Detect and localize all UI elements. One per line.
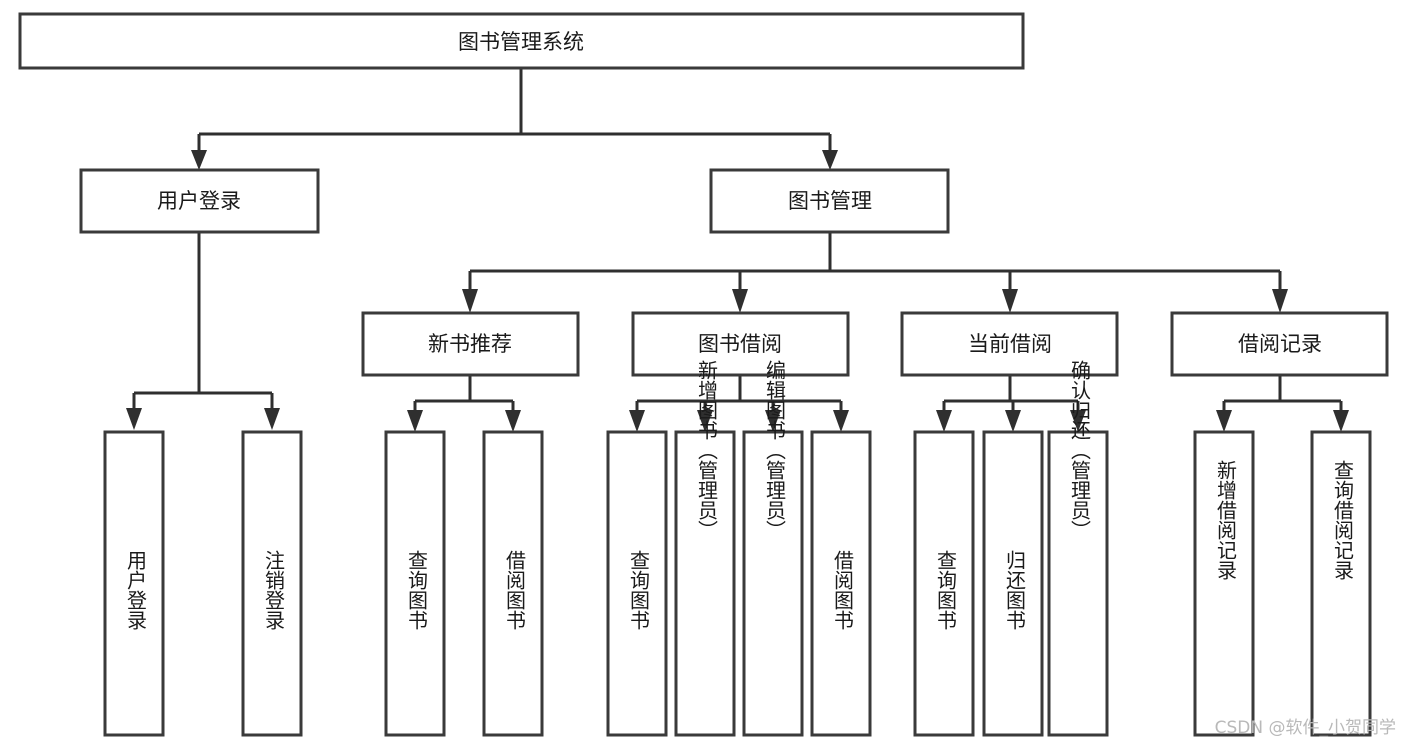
leaf-user-login-label: 用户登录: [124, 550, 148, 630]
leaf-node-bb-edit-book[interactable]: 编辑图书（管理员）: [742, 360, 804, 737]
arrow-to-leaf-logout: [264, 408, 280, 430]
arrow-nbr-leaf-1: [407, 410, 423, 432]
leaf-bb-add-book-label: 新增图书（管理员）: [695, 360, 719, 540]
leaf-node-cb-confirm-return[interactable]: 确认归还（管理员）: [1047, 360, 1109, 737]
leaf-node-bb-query-book[interactable]: 查询图书: [606, 430, 668, 737]
leaf-nbr-query-book-label: 查询图书: [405, 550, 429, 630]
leaf-br-query-record-box[interactable]: [1310, 430, 1372, 737]
node-current-borrow-box[interactable]: [900, 311, 1119, 377]
arrow-to-borrow-record: [1272, 289, 1288, 313]
leaf-node-user-login[interactable]: 用户登录: [103, 430, 165, 737]
csdn-watermark: CSDN @软件_小贺同学: [1215, 718, 1396, 738]
leaf-cb-confirm-return-box[interactable]: [1047, 430, 1109, 737]
connector-group-root: [191, 68, 838, 170]
leaf-nbr-borrow-book-box[interactable]: [482, 430, 544, 737]
leaf-bb-query-book-box[interactable]: [606, 430, 668, 737]
arrow-to-book-manage: [822, 150, 838, 170]
leaf-bb-borrow-book-box[interactable]: [810, 430, 872, 737]
connector-group-borrow-record: [1216, 375, 1349, 432]
connector-group-user-login: [126, 232, 280, 430]
leaf-br-add-record-label: 新增借阅记录: [1214, 460, 1238, 580]
leaf-logout-label: 注销登录: [262, 550, 286, 630]
node-borrow-record-box[interactable]: [1170, 311, 1389, 377]
connector-group-book-manage: [462, 232, 1288, 313]
leaf-nbr-borrow-book-label: 借阅图书: [503, 550, 527, 630]
leaf-node-nbr-query-book[interactable]: 查询图书: [384, 430, 446, 737]
arrow-br-leaf-2: [1333, 410, 1349, 432]
arrow-cb-leaf-2: [1005, 410, 1021, 432]
node-book-manage-box[interactable]: [709, 168, 950, 234]
leaf-node-cb-query-book[interactable]: 查询图书: [913, 430, 975, 737]
arrow-to-new-book-recommend: [462, 289, 478, 313]
node-new-book-recommend-label: 新书推荐: [428, 332, 512, 356]
leaf-node-nbr-borrow-book[interactable]: 借阅图书: [482, 430, 544, 737]
leaf-user-login-box[interactable]: [103, 430, 165, 737]
node-borrow-record-label: 借阅记录: [1238, 332, 1322, 356]
arrow-bb-leaf-4: [833, 410, 849, 432]
arrow-bb-leaf-1: [629, 410, 645, 432]
arrow-bb-leaf-3: [765, 410, 781, 432]
leaf-cb-confirm-return-label: 确认归还（管理员）: [1068, 360, 1092, 540]
node-user-login[interactable]: 用户登录: [79, 168, 320, 234]
node-book-borrow-box[interactable]: [631, 311, 850, 377]
arrow-to-user-login: [191, 150, 207, 170]
node-book-manage-label: 图书管理: [788, 189, 872, 213]
arrow-nbr-leaf-2: [505, 410, 521, 432]
node-book-borrow-label: 图书借阅: [698, 332, 782, 356]
node-user-login-label: 用户登录: [157, 189, 241, 213]
connector-group-book-borrow: [629, 375, 849, 432]
node-book-manage[interactable]: 图书管理: [709, 168, 950, 234]
leaf-node-bb-add-book[interactable]: 新增图书（管理员）: [674, 360, 736, 737]
node-new-book-recommend[interactable]: 新书推荐: [361, 311, 580, 377]
node-current-borrow-label: 当前借阅: [968, 332, 1052, 356]
leaf-cb-query-book-label: 查询图书: [934, 550, 958, 630]
leaf-cb-return-book-label: 归还图书: [1003, 550, 1027, 630]
leaf-br-query-record-label: 查询借阅记录: [1331, 460, 1355, 580]
arrow-cb-leaf-1: [936, 410, 952, 432]
leaf-bb-edit-book-label: 编辑图书（管理员）: [763, 360, 787, 540]
leaf-node-br-add-record[interactable]: 新增借阅记录: [1193, 430, 1255, 737]
leaf-br-add-record-box[interactable]: [1193, 430, 1255, 737]
connector-group-current-borrow: [936, 375, 1086, 432]
leaf-cb-return-book-box[interactable]: [982, 430, 1044, 737]
leaf-node-bb-borrow-book[interactable]: 借阅图书: [810, 430, 872, 737]
arrow-to-book-borrow: [732, 289, 748, 313]
leaf-node-br-query-record[interactable]: 查询借阅记录: [1310, 430, 1372, 737]
leaf-bb-edit-book-box[interactable]: [742, 430, 804, 737]
leaf-nbr-query-book-box[interactable]: [384, 430, 446, 737]
arrow-br-leaf-1: [1216, 410, 1232, 432]
leaf-node-cb-return-book[interactable]: 归还图书: [982, 430, 1044, 737]
leaf-cb-query-book-box[interactable]: [913, 430, 975, 737]
arrow-cb-leaf-3: [1070, 410, 1086, 432]
connector-group-new-book-recommend: [407, 375, 521, 432]
arrow-to-current-borrow: [1002, 289, 1018, 313]
arrow-to-leaf-user-login: [126, 408, 142, 430]
node-new-book-recommend-box[interactable]: [361, 311, 580, 377]
node-root[interactable]: 图书管理系统: [18, 12, 1025, 70]
leaf-bb-borrow-book-label: 借阅图书: [831, 550, 855, 630]
node-root-box[interactable]: [18, 12, 1025, 70]
node-user-login-box[interactable]: [79, 168, 320, 234]
arrow-bb-leaf-2: [697, 410, 713, 432]
leaf-logout-box[interactable]: [241, 430, 303, 737]
node-book-borrow[interactable]: 图书借阅: [631, 311, 850, 377]
leaf-node-logout[interactable]: 注销登录: [241, 430, 303, 737]
node-root-label: 图书管理系统: [458, 30, 584, 54]
leaf-bb-query-book-label: 查询图书: [627, 550, 651, 630]
node-current-borrow[interactable]: 当前借阅: [900, 311, 1119, 377]
node-borrow-record[interactable]: 借阅记录: [1170, 311, 1389, 377]
leaf-bb-add-book-box[interactable]: [674, 430, 736, 737]
